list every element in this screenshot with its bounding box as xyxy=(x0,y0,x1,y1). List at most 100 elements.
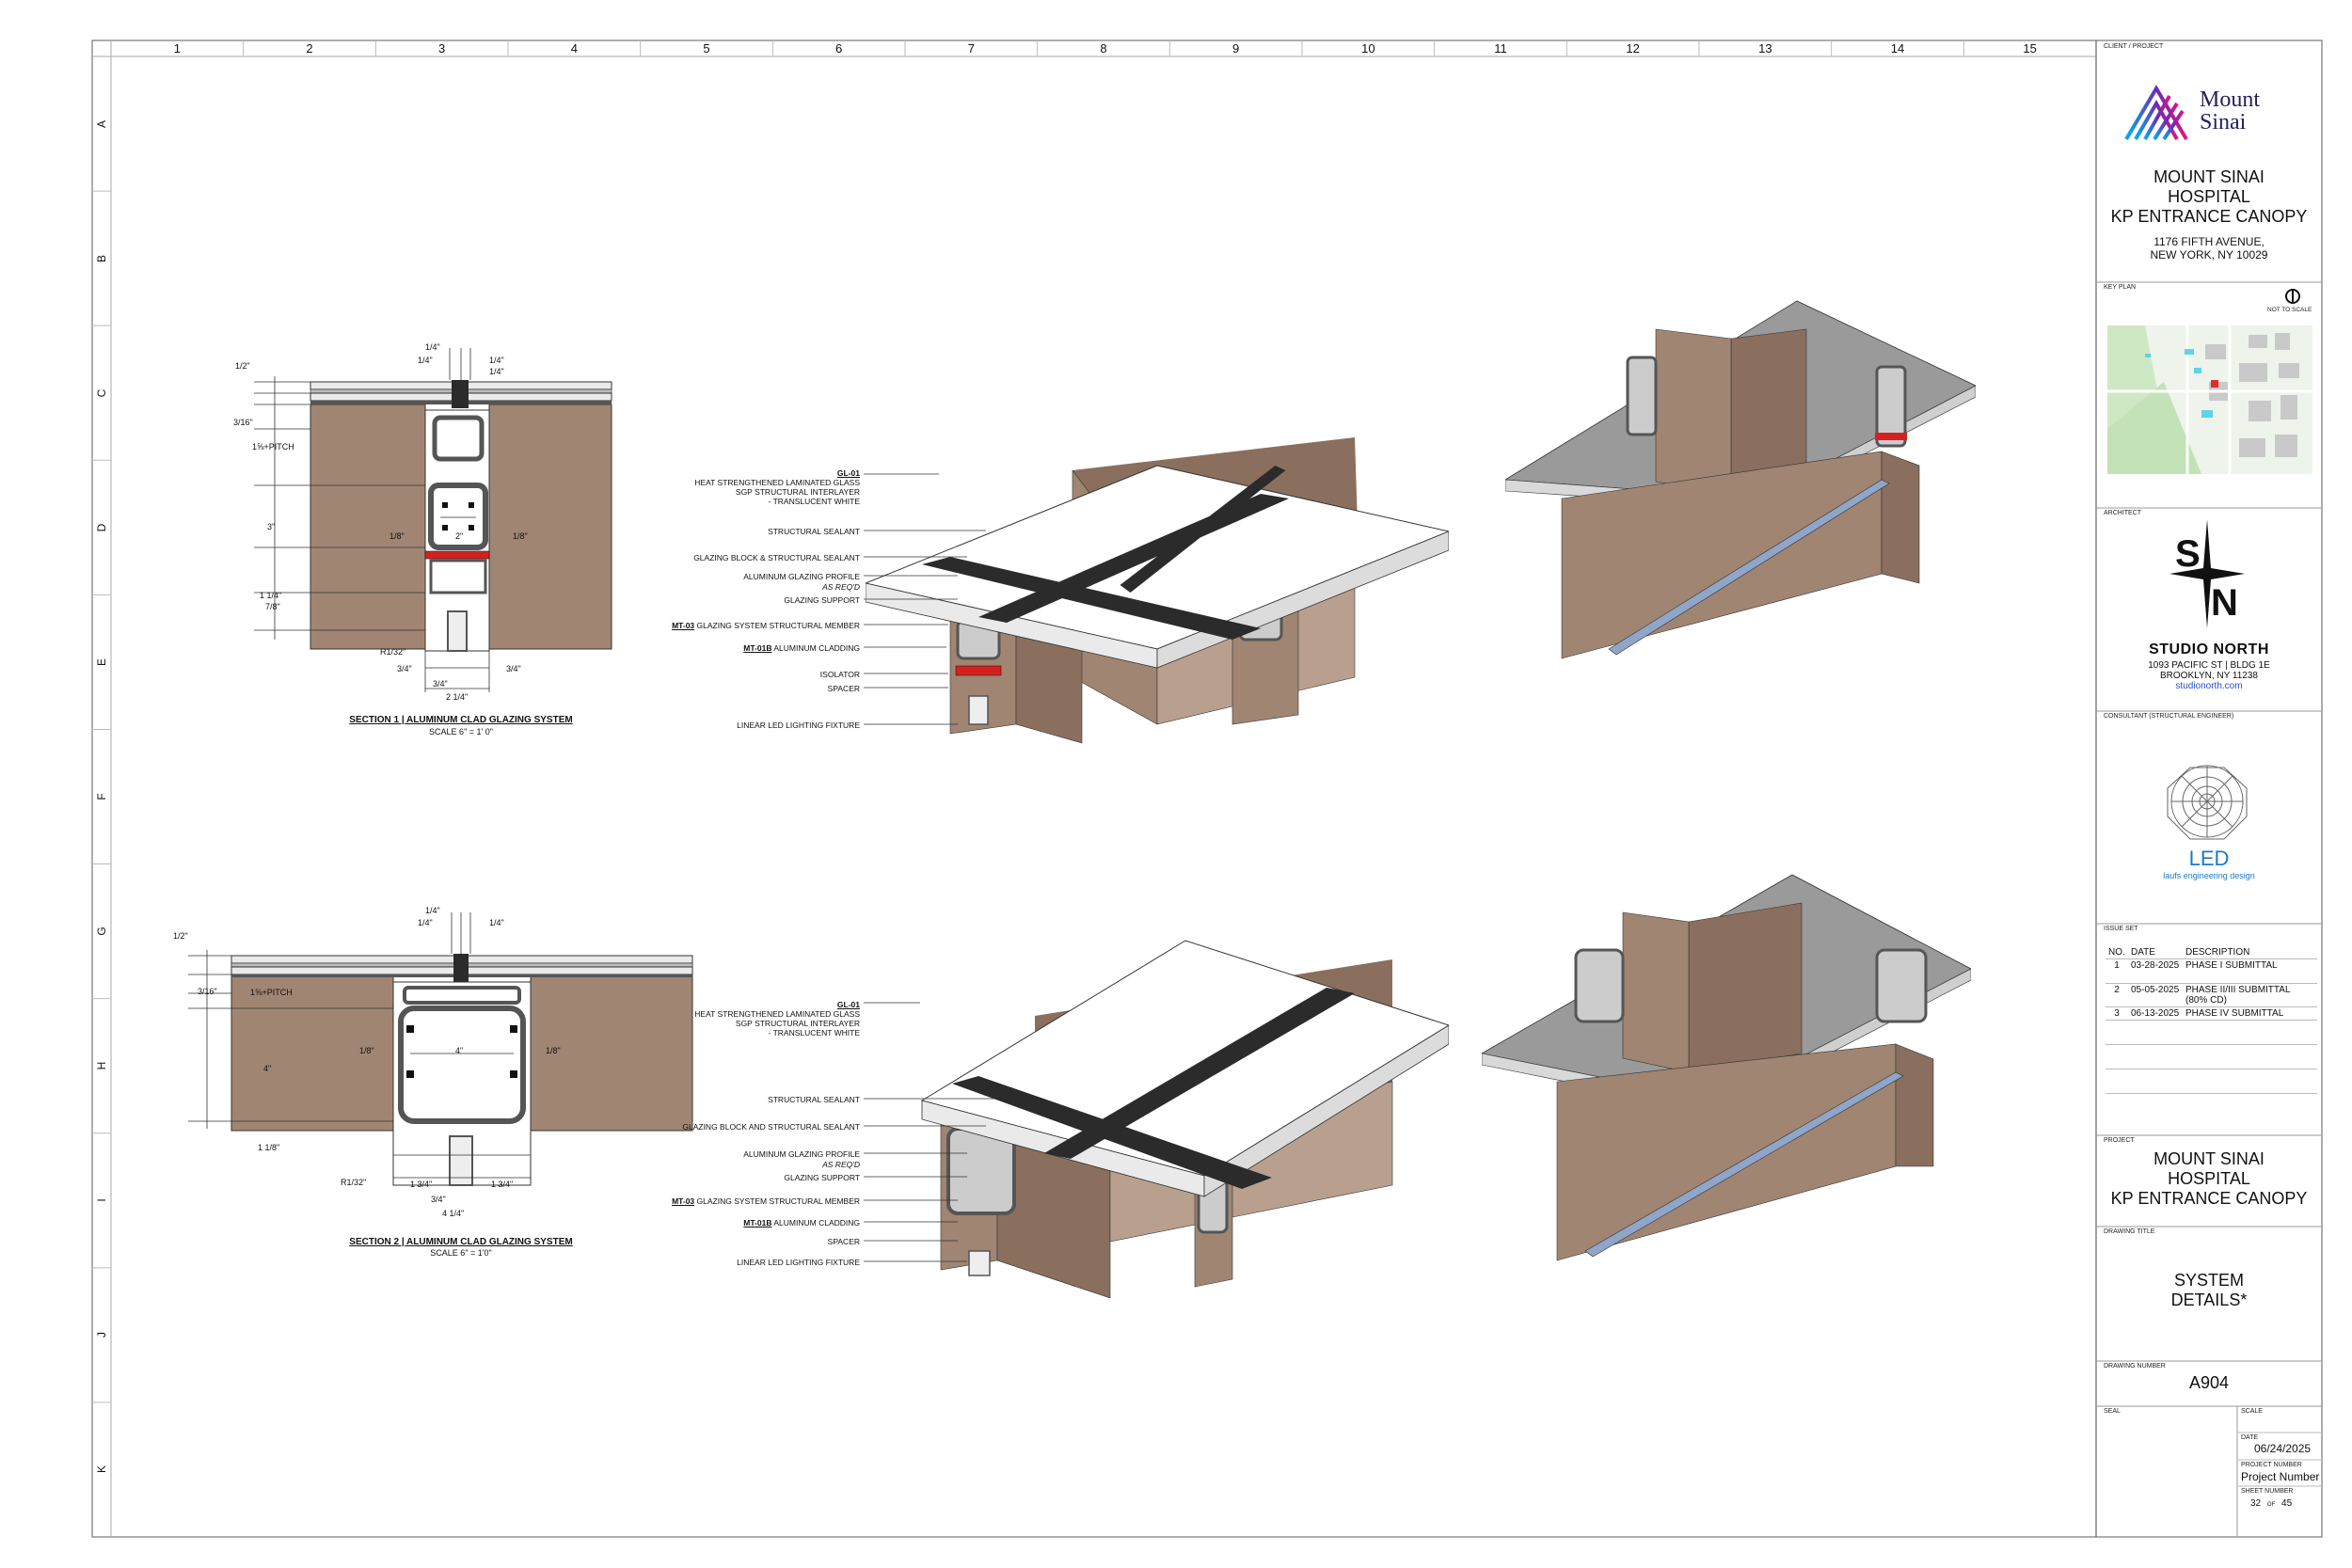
issue-row: 2 05-05-2025 PHASE II/III SUBMITTAL (80%… xyxy=(2106,983,2317,1007)
sheet-no: 32 xyxy=(2250,1498,2262,1509)
dim-label: 1 3/4" xyxy=(410,1180,433,1189)
grid-row-label: G xyxy=(95,927,108,936)
sheet-of: OF xyxy=(2266,1502,2276,1508)
callout-text: GLAZING SUPPORT xyxy=(784,595,860,605)
dim-label: 2 1/4" xyxy=(446,692,469,702)
dim-label: 3" xyxy=(267,522,276,531)
grid-column-label: 8 xyxy=(1100,41,1107,55)
dim-label: 2" xyxy=(455,531,464,541)
grid-column-label: 14 xyxy=(1890,41,1905,55)
issue-desc: PHASE I SUBMITTAL xyxy=(2183,958,2317,984)
dim-label: 1/4" xyxy=(489,918,504,927)
callout-text: - TRANSLUCENT WHITE xyxy=(768,1028,860,1037)
logo-text-sinai: Sinai xyxy=(2200,110,2247,135)
sheet-total: 45 xyxy=(2281,1498,2293,1509)
callout-leaders xyxy=(864,473,986,725)
project-repeat-line3: KP ENTRANCE CANOPY xyxy=(2110,1189,2308,1208)
grid-row-label: C xyxy=(95,388,108,398)
grid-row-label: A xyxy=(95,119,108,128)
dim-label: 1/8" xyxy=(359,1046,374,1055)
callout-text: STRUCTURAL SEALANT xyxy=(768,527,860,536)
grid-column-label: 7 xyxy=(967,41,975,55)
dim-label: 7/8" xyxy=(265,602,280,611)
grid-column-label: 9 xyxy=(1232,41,1240,55)
grid-column-label: 12 xyxy=(1626,41,1640,55)
issue-date: 03-28-2025 xyxy=(2128,958,2183,984)
dim-label: R1/32" xyxy=(380,647,406,657)
issue-row: 1 03-28-2025 PHASE I SUBMITTAL xyxy=(2106,958,2317,984)
callout-text: SGP STRUCTURAL INTERLAYER xyxy=(735,487,860,497)
grid-column-label: 4 xyxy=(570,41,578,55)
dim-label: 1 1/4" xyxy=(260,591,282,600)
grid-column-label: 13 xyxy=(1758,41,1772,55)
callout-text: SPACER xyxy=(827,684,860,693)
grid-row-label: F xyxy=(95,793,108,800)
callout-text: HEAT STRENGTHENED LAMINATED GLASS xyxy=(694,1009,860,1019)
dim-label: 1/2" xyxy=(235,361,250,371)
callout-text: SPACER xyxy=(827,1237,860,1246)
dim-label: 1/8" xyxy=(389,531,405,541)
callout-code: MT-03 xyxy=(672,1196,695,1206)
dim-label: 3/4" xyxy=(397,664,412,673)
dim-label: 1/2" xyxy=(173,931,188,941)
issue-header-no: NO. xyxy=(2106,946,2128,959)
address-line2: NEW YORK, NY 10029 xyxy=(2150,248,2268,261)
dim-label: 1/8" xyxy=(546,1046,561,1055)
dim-label: 3/16" xyxy=(198,987,217,996)
sheet-number-label: SHEET NUMBER xyxy=(2241,1488,2294,1495)
dim-label: 1/4" xyxy=(425,906,440,915)
grid-row-label: I xyxy=(95,1198,108,1202)
dim-label: 1/4" xyxy=(418,918,433,927)
callout-text: AS REQ'D xyxy=(822,582,860,592)
drawing-number-label: DRAWING NUMBER xyxy=(2104,1363,2166,1370)
client-label: CLIENT / PROJECT xyxy=(2104,43,2164,50)
issue-no: 2 xyxy=(2106,983,2128,1007)
issue-no: 1 xyxy=(2106,958,2128,984)
architect-label: ARCHITECT xyxy=(2104,510,2142,516)
grid-column-label: 6 xyxy=(835,41,843,55)
consultant-name: laufs engineering design xyxy=(2163,871,2255,880)
dim-label: 4" xyxy=(263,1064,272,1073)
architect-website-link[interactable]: studionorth.com xyxy=(2175,681,2243,691)
callout-text: LINEAR LED LIGHTING FIXTURE xyxy=(737,1258,860,1267)
dim-label: 1/4" xyxy=(425,342,440,352)
callout-code: MT-03 xyxy=(672,621,695,630)
dim-label: 1/4" xyxy=(418,356,433,365)
project-label: PROJECT xyxy=(2104,1137,2135,1144)
section-2-drawing xyxy=(188,912,693,1186)
issue-date: 05-05-2025 xyxy=(2128,983,2183,1007)
issue-desc: PHASE IV SUBMITTAL xyxy=(2183,1006,2317,1021)
callout-text: ALUMINUM CLADDING xyxy=(771,1218,860,1227)
callout-leaders xyxy=(864,1002,995,1262)
iso-view-2 xyxy=(1505,300,1976,659)
scale-label: SCALE xyxy=(2241,1408,2263,1415)
callout-text: GLAZING BLOCK & STRUCTURAL SEALANT xyxy=(693,553,860,562)
callout-text: LINEAR LED LIGHTING FIXTURE xyxy=(737,721,860,730)
grid-column-label: 11 xyxy=(1494,41,1507,55)
section-1-title: SECTION 1 | ALUMINUM CLAD GLAZING SYSTEM xyxy=(349,715,573,725)
section-2-title: SECTION 2 | ALUMINUM CLAD GLAZING SYSTEM xyxy=(349,1237,573,1247)
consultant-label: CONSULTANT (STRUCTURAL ENGINEER) xyxy=(2104,713,2234,720)
consultant-logo-text: LED xyxy=(2188,847,2230,870)
project-repeat-line1: MOUNT SINAI xyxy=(2153,1149,2265,1168)
callout-text: STRUCTURAL SEALANT xyxy=(768,1095,860,1104)
dim-label: 4" xyxy=(455,1046,464,1055)
drawing-title-label: DRAWING TITLE xyxy=(2104,1228,2155,1235)
callout-text: AS REQ'D xyxy=(822,1160,860,1169)
grid-column-label: 5 xyxy=(703,41,710,55)
iso-view-3 xyxy=(920,940,1449,1298)
callout-text: GLAZING BLOCK AND STRUCTURAL SEALANT xyxy=(682,1122,860,1132)
callout-text: ALUMINUM CLADDING xyxy=(771,643,860,653)
led-consultant-logo-icon xyxy=(2167,765,2248,840)
key-plan-label: KEY PLAN xyxy=(2104,284,2137,291)
callout-text: ISOLATOR xyxy=(819,670,860,679)
grid-row-label: E xyxy=(95,657,108,666)
callout-code: GL-01 xyxy=(836,1000,860,1009)
section-1-drawing xyxy=(254,348,612,692)
project-number: Project Number xyxy=(2241,1470,2320,1483)
dim-label: 3/4" xyxy=(431,1195,446,1204)
project-name-line3: KP ENTRANCE CANOPY xyxy=(2110,207,2308,226)
issue-desc: PHASE II/III SUBMITTAL (80% CD) xyxy=(2183,983,2317,1007)
date-value: 06/24/2025 xyxy=(2254,1442,2312,1455)
